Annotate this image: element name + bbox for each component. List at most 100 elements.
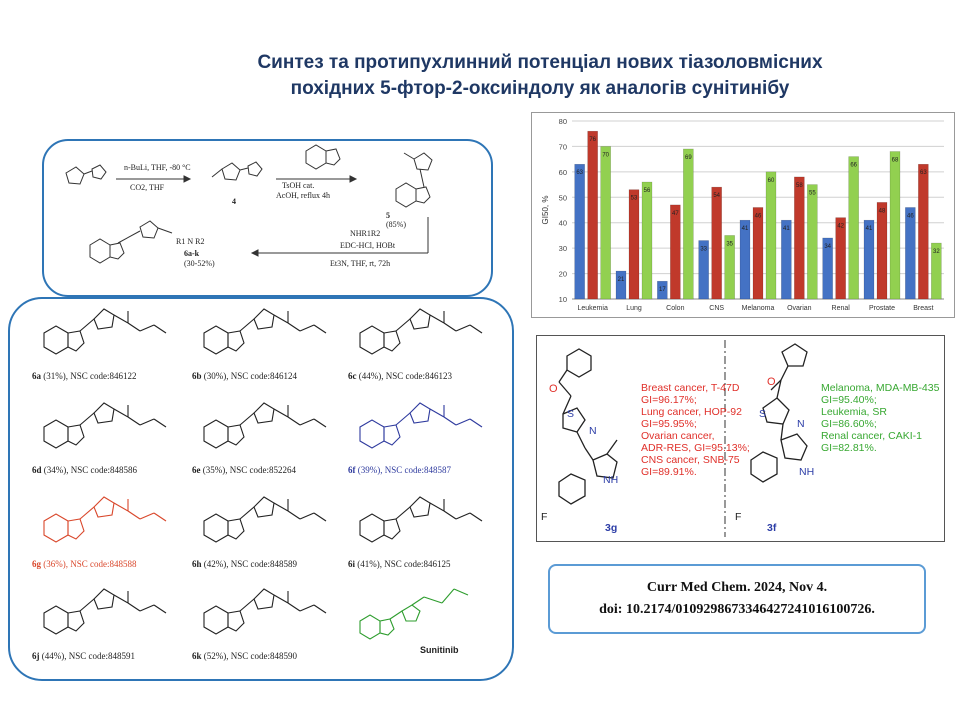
compound-structure [359,308,483,355]
bar-data-label: 48 [879,208,886,214]
reference-box: Curr Med Chem. 2024, Nov 4. doi: 10.2174… [548,564,926,634]
bar-data-label: 34 [824,244,831,250]
bar [807,184,818,300]
bar [781,219,792,300]
bar-data-label: 35 [726,241,733,247]
y-tick-label: 30 [559,244,567,253]
compound-yield-nsc: (36%), NSC code:848588 [41,559,137,569]
compound-yield-nsc: (52%), NSC code:848590 [201,651,298,661]
bar-data-label: 46 [907,213,914,219]
bar [835,217,846,300]
compound-caption: 6c (44%), NSC code:846123 [348,371,452,381]
compound-id: 6a [32,371,41,381]
bar [752,207,764,300]
step2-reagent-bottom: AcOH, reflux 4h [276,191,330,200]
right-s-atom: S [759,408,767,420]
left-n-atom: N [589,425,597,437]
reference-doi: doi: 10.2174/010929867334642724101610072… [599,602,875,617]
y-tick-label: 60 [559,168,567,177]
right-nh-atom: NH [799,466,815,478]
compound-caption: 6a (31%), NSC code:846122 [32,371,137,381]
bar [931,242,942,300]
bar [889,151,901,300]
compound-id: 6c [348,371,357,381]
bar [739,219,751,300]
step2-reagent-top: TsOH cat. [282,181,315,190]
x-tick-label: Ovarian [787,305,812,312]
bar-data-label: 41 [783,226,790,232]
activity-highlight-box: O S N NH F 3g Breast cancer, T-47D GI=96… [536,335,945,542]
compound-5-yield: (85%) [386,220,406,229]
compound-id: 6j [32,651,40,661]
compound-yield-nsc: (30%), NSC code:846124 [201,371,298,381]
compound-yield-nsc: (34%), NSC code:848586 [41,465,138,475]
x-tick-label: Leukemia [577,305,607,312]
bar [574,163,585,300]
y-tick-label: 70 [559,142,567,151]
product-label: 6a-k [184,249,200,258]
bar-data-label: 63 [920,170,927,176]
y-tick-label: 80 [559,117,567,126]
product-r-groups: R1 N R2 [176,237,205,246]
compound-structure [203,402,327,449]
x-tick-label: Lung [626,305,642,312]
compounds-structures [43,308,483,640]
compound-caption: 6f (39%), NSC code:848587 [348,465,451,475]
bar-data-label: 55 [809,191,816,197]
compound-id: 6k [192,651,202,661]
compound-5-label: 5 [386,211,390,220]
compound-structure [43,588,167,635]
compound-caption: 6j (44%), NSC code:848591 [32,651,135,661]
compound-id: 6e [192,465,201,475]
y-tick-label: 10 [559,295,567,304]
bar-data-label: 60 [768,178,775,184]
compound-id: 6i [348,559,356,569]
left-f-atom: F [541,511,548,523]
right-n-atom: N [797,418,805,430]
bar-data-label: 46 [755,213,762,219]
bar-data-label: 69 [685,155,692,161]
title-line-2: похідних 5-фтор-2-оксиіндолу як аналогів… [290,78,790,99]
compound-caption: 6e (35%), NSC code:852264 [192,465,296,475]
bar-data-label: 58 [796,183,803,189]
product-yield: (30-52%) [184,259,215,268]
bar [628,189,640,300]
compound-structure [43,308,167,355]
x-tick-label: CNS [709,305,724,312]
compound-structure [359,402,483,449]
activity-structures [558,340,808,537]
left-s-atom: S [567,408,575,420]
bar [600,146,611,300]
compound-structure [203,588,327,635]
compound-structure [43,496,167,543]
compound-yield-nsc: (41%), NSC code:846125 [355,559,451,569]
bar-data-label: 70 [602,152,609,158]
bar [657,280,668,300]
compound-id: 6g [32,559,41,569]
compound-id: 6d [32,465,42,475]
sunitinib-structure [359,588,469,640]
compound-3g-structure [558,348,618,505]
bar [918,163,929,300]
step3-reagent-amine: NHR1R2 [350,229,381,238]
bar [587,130,598,300]
right-f-atom: F [735,511,742,523]
bar-data-label: 56 [644,188,651,194]
compound-3g-activity-text: Breast cancer, T-47D GI=96.17%; Lung can… [641,382,750,478]
compound-4-label: 4 [232,197,236,206]
compound-caption: 6d (34%), NSC code:848586 [32,465,137,475]
bar-data-label: 32 [933,249,940,255]
bar-data-label: 47 [672,211,679,217]
bar [711,186,722,300]
step1-reagent-bottom: CO2, THF [130,183,165,192]
page-title: Синтез та протипухлинний потенціал нових… [180,50,900,102]
compound-yield-nsc: (31%), NSC code:846122 [41,371,137,381]
bar [615,270,627,300]
compound-3f-structure [750,343,808,483]
bar-data-label: 42 [837,224,844,230]
compound-yield-nsc: (44%), NSC code:846123 [356,371,452,381]
y-axis-label: GI50, % [541,196,550,225]
compound-yield-nsc: (44%), NSC code:848591 [39,651,135,661]
compound-yield-nsc: (39%), NSC code:848587 [355,465,451,475]
